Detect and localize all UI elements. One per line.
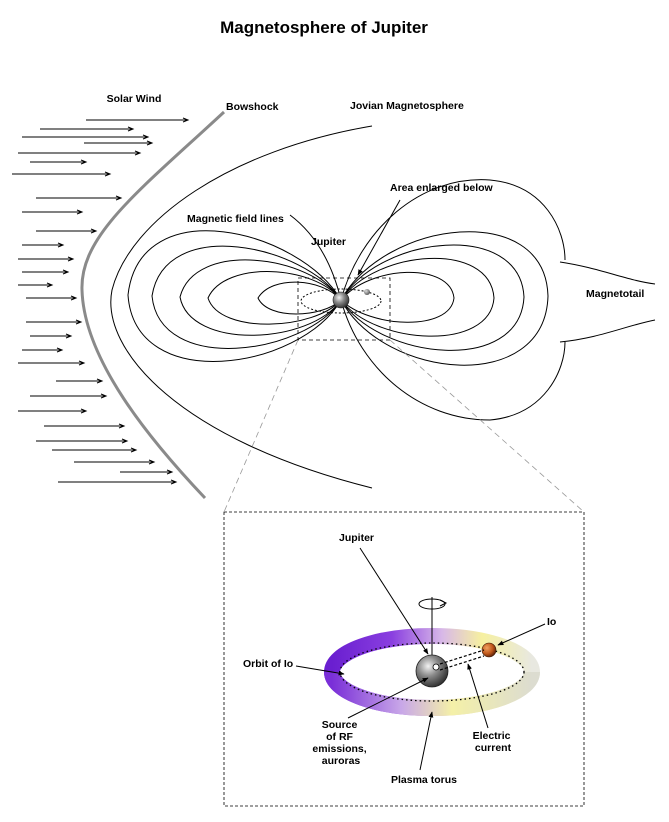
label-plasma-torus: Plasma torus — [391, 774, 457, 786]
pointer-jupiter — [359, 547, 429, 655]
pointer-source — [347, 677, 429, 719]
jupiter-planet-small — [332, 291, 350, 309]
magnetotail-lower — [559, 319, 656, 343]
jupiter-planet — [415, 654, 449, 688]
rotation-arrowhead — [439, 599, 448, 607]
label-inset-jupiter: Jupiter — [339, 532, 374, 544]
solar-wind-arrows — [12, 117, 190, 485]
electric-current-line-2 — [439, 655, 485, 671]
pointer-io — [497, 623, 546, 646]
label-magnetic-field-lines: Magnetic field lines — [187, 213, 284, 225]
label-electric-current: Electric current — [473, 730, 514, 754]
area-enlarged-pointer — [357, 199, 401, 276]
enlarged-area-box — [297, 277, 391, 341]
io-moon-small — [364, 289, 370, 295]
io-moon — [481, 642, 497, 658]
electric-current-line-1 — [439, 649, 485, 665]
inset-frame — [223, 511, 585, 807]
label-area-enlarged: Area enlarged below — [390, 182, 494, 194]
io-orbit-small — [300, 288, 382, 314]
label-jovian-magnetosphere: Jovian Magnetosphere — [350, 100, 464, 112]
label-jupiter-top: Jupiter — [311, 236, 346, 248]
label-magnetotail: Magnetotail — [586, 288, 644, 300]
magnetopause-boundary — [110, 125, 373, 489]
label-source-rf: Source of RF emissions, auroras — [312, 719, 369, 767]
pointer-electric-current — [467, 663, 489, 729]
connector-right — [389, 339, 585, 513]
connector-left — [223, 339, 299, 513]
bowshock-curve — [80, 110, 226, 500]
label-orbit-of-io: Orbit of Io — [243, 658, 293, 670]
pointer-orbit — [295, 665, 345, 676]
label-bowshock: Bowshock — [226, 101, 279, 113]
pointer-plasma-torus — [419, 711, 434, 771]
label-inset-io: Io — [547, 616, 556, 628]
magnetotail-upper — [559, 261, 656, 285]
page-title: Magnetosphere of Jupiter — [220, 18, 428, 37]
label-solar-wind: Solar Wind — [107, 93, 162, 105]
magnetic-field-lines — [127, 179, 566, 421]
plasma-torus-front — [324, 671, 540, 716]
aurora-spot — [432, 663, 440, 671]
